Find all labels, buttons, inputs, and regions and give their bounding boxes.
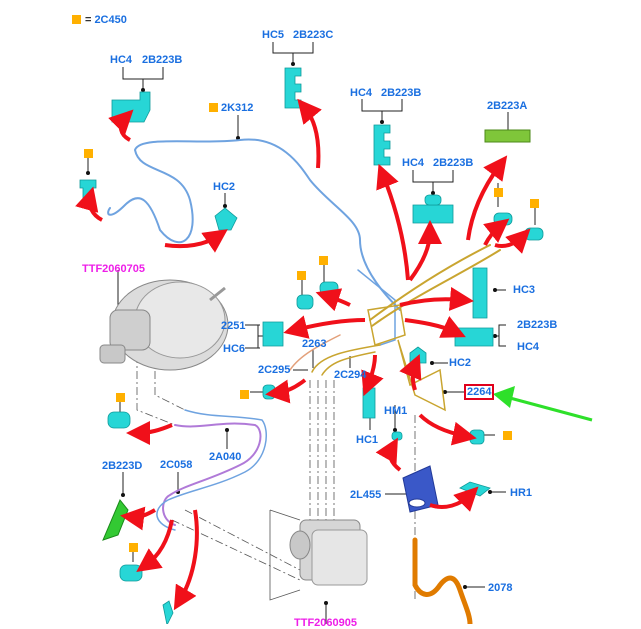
label-2a040[interactable]: 2A040 [209, 451, 242, 463]
label-2c294[interactable]: 2C294 [334, 369, 367, 381]
legend: =2C450 [72, 14, 127, 26]
part-2c450-square-icon [297, 271, 306, 280]
label-hc4[interactable]: HC4 [402, 157, 425, 169]
legend-part-number: 2C450 [94, 14, 127, 26]
abs-bracket-outline [269, 509, 301, 601]
part-2c450-square-icon [319, 256, 328, 265]
label-hr1[interactable]: HR1 [510, 487, 533, 499]
abs-module [289, 519, 368, 586]
part-2c450-square-icon [116, 393, 125, 402]
part-2c450-square-icon [494, 188, 503, 197]
legend-equals: = [85, 14, 92, 26]
label-hc2[interactable]: HC2 [213, 181, 236, 193]
label-hc4[interactable]: HC4 [350, 87, 373, 99]
red-arrows [75, 98, 531, 611]
label-2b223b[interactable]: 2B223B [433, 157, 474, 169]
label-hc3[interactable]: HC3 [513, 284, 536, 296]
label-hc4[interactable]: HC4 [110, 54, 133, 66]
part-2c450-square-icon [129, 543, 138, 552]
label-2b223c[interactable]: 2B223C [293, 29, 334, 41]
legend-square-icon [72, 15, 81, 24]
label-2b223a[interactable]: 2B223A [487, 100, 528, 112]
label-2l455[interactable]: 2L455 [350, 489, 382, 501]
label-2c295[interactable]: 2C295 [258, 364, 291, 376]
label-hm1[interactable]: HM1 [384, 405, 408, 417]
label-ttf2060705[interactable]: TTF2060705 [82, 263, 145, 275]
label-hc6[interactable]: HC6 [223, 343, 246, 355]
clip-2b223d [102, 499, 129, 541]
label-2263[interactable]: 2263 [302, 338, 327, 350]
label-hc2[interactable]: HC2 [449, 357, 472, 369]
part-2c450-square-icon [84, 149, 93, 158]
label-2251[interactable]: 2251 [221, 320, 246, 332]
label-hc1[interactable]: HC1 [356, 434, 379, 446]
label-2b223b[interactable]: 2B223B [142, 54, 183, 66]
clip-2b223a [484, 129, 531, 143]
label-hc4[interactable]: HC4 [517, 341, 540, 353]
part-2c450-square-icon [503, 431, 512, 440]
label-hc5[interactable]: HC5 [262, 29, 285, 41]
label-2b223d[interactable]: 2B223D [102, 460, 143, 472]
bracket-2l455 [402, 465, 439, 513]
clips [79, 67, 544, 624]
green-pointer-arrow [493, 386, 593, 422]
label-2b223b[interactable]: 2B223B [517, 319, 558, 331]
label-2078[interactable]: 2078 [488, 582, 513, 594]
label-2k312[interactable]: 2K312 [221, 102, 254, 114]
label-2b223b[interactable]: 2B223B [381, 87, 422, 99]
booster [99, 279, 229, 371]
label-ttf2060905[interactable]: TTF2060905 [294, 617, 357, 629]
part-2c450-square-icon [209, 103, 218, 112]
label-2264-highlighted[interactable]: 2264 [463, 384, 495, 400]
brake-lines [107, 138, 501, 624]
part-2c450-square-icon [240, 390, 249, 399]
label-2c058[interactable]: 2C058 [160, 459, 193, 471]
part-2c450-square-icon [530, 199, 539, 208]
